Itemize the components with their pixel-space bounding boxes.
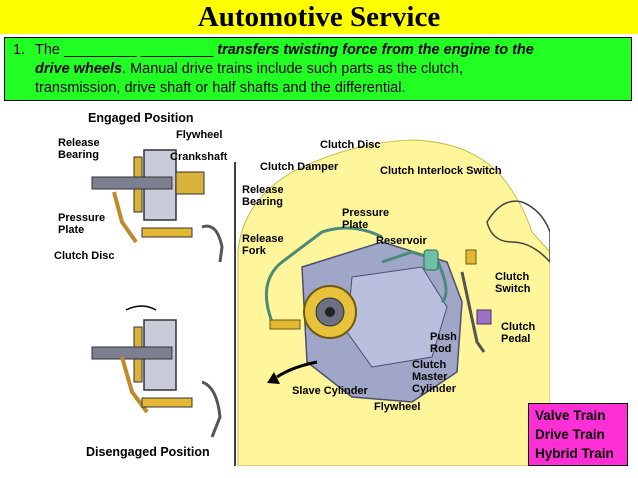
clutch-diagram: Engaged Position Release Bearing Flywhee… <box>52 102 550 466</box>
label-clutch-pedal-2: Pedal <box>501 333 530 345</box>
label-pressure-plate-l1: Pressure <box>58 212 105 224</box>
label-flywheel-left: Flywheel <box>176 129 222 141</box>
question-rest-1: . Manual drive trains include such parts… <box>122 61 463 77</box>
answer-option-drive-train: Drive Train <box>535 427 605 442</box>
question-prefix: The _________ _________ <box>35 42 214 58</box>
label-push-rod-1: Push <box>430 331 457 343</box>
engaged-position-heading: Engaged Position <box>88 111 194 125</box>
disengaged-position-heading: Disengaged Position <box>86 445 210 459</box>
question-box: 1. The _________ _________ transfers twis… <box>4 37 632 101</box>
label-clutch-disc-right: Clutch Disc <box>320 139 381 151</box>
label-release-bearing-r2: Bearing <box>242 196 283 208</box>
label-clutch-pedal-1: Clutch <box>501 321 536 333</box>
label-clutch-master-cylinder-3: Cylinder <box>412 383 457 395</box>
label-pressure-plate-l2: Plate <box>58 224 84 236</box>
answer-option-hybrid-train: Hybrid Train <box>535 446 614 461</box>
label-release-bearing-r1: Release <box>242 184 284 196</box>
label-pressure-plate-r1: Pressure <box>342 207 389 219</box>
label-reservoir: Reservoir <box>376 235 427 247</box>
label-slave-cylinder: Slave Cylinder <box>292 385 369 397</box>
label-release-bearing-l2: Bearing <box>58 149 99 161</box>
label-clutch-switch-1: Clutch <box>495 271 530 283</box>
answer-options-box: Valve Train Drive Train Hybrid Train <box>528 403 628 466</box>
question-line-1: 1. The _________ _________ transfers twis… <box>13 41 623 60</box>
label-clutch-interlock-switch: Clutch Interlock Switch <box>380 165 502 177</box>
title-bar <box>0 0 638 34</box>
label-push-rod-2: Rod <box>430 343 451 355</box>
question-line-3: transmission, drive shaft or half shafts… <box>35 80 406 96</box>
label-release-fork-1: Release <box>242 233 284 245</box>
question-emphasis-2: drive wheels <box>35 61 123 77</box>
label-release-bearing-l1: Release <box>58 137 100 149</box>
label-clutch-switch-2: Switch <box>495 283 531 295</box>
question-line-2: drive wheels. Manual drive trains includ… <box>13 60 623 79</box>
label-clutch-master-cylinder-1: Clutch <box>412 359 447 371</box>
answer-option-valve-train: Valve Train <box>535 408 606 423</box>
label-release-fork-2: Fork <box>242 245 267 257</box>
label-pressure-plate-r2: Plate <box>342 219 368 231</box>
label-flywheel-right: Flywheel <box>374 401 420 413</box>
label-crankshaft: Crankshaft <box>170 151 228 163</box>
slide-title: Automotive Service <box>197 1 441 33</box>
label-clutch-damper: Clutch Damper <box>260 161 339 173</box>
question-emphasis-1: transfers twisting force from the engine… <box>217 42 534 58</box>
label-clutch-master-cylinder-2: Master <box>412 371 448 383</box>
question-number: 1. <box>13 42 26 58</box>
label-clutch-disc-left: Clutch Disc <box>54 250 115 262</box>
